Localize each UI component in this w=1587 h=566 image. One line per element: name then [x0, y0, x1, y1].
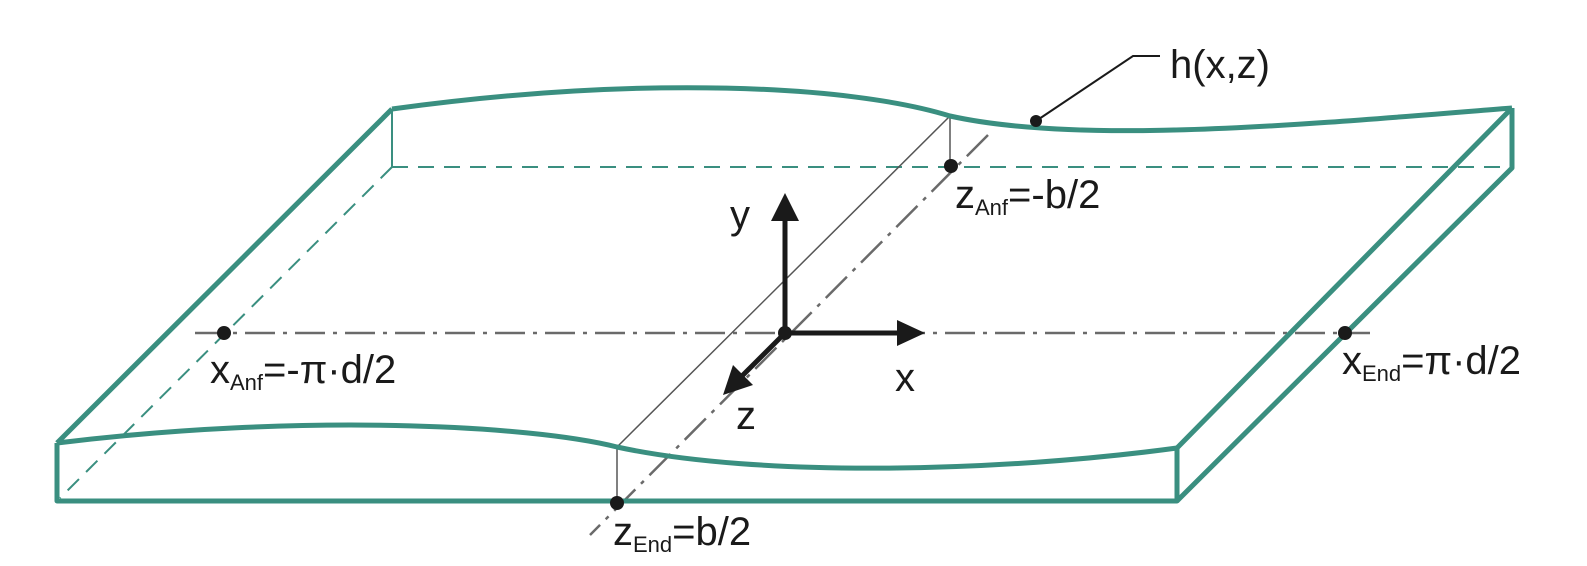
plate-left-top-edge: [55, 107, 394, 445]
x-start-label: xAnf=-π·d/2: [210, 348, 396, 395]
x-end-label-sub: End: [1362, 361, 1401, 386]
z-start-label-sub: Anf: [975, 195, 1009, 220]
center-lines: [195, 134, 1370, 536]
x-end-label-rest: =π·d/2: [1401, 339, 1521, 383]
origin-dot: [778, 326, 792, 340]
x-start-dot: [217, 326, 231, 340]
z-start-label-base: z: [955, 173, 975, 217]
y-axis-arrowhead: [771, 193, 799, 221]
coordinate-axes: [723, 193, 925, 395]
z-end-label: zEnd=b/2: [613, 510, 751, 557]
x-end-label: xEnd=π·d/2: [1342, 339, 1521, 386]
z-end-label-sub: End: [633, 532, 672, 557]
z-start-dot: [944, 159, 958, 173]
z-axis-label: z: [736, 394, 756, 438]
x-start-label-base: x: [210, 348, 230, 392]
z-end-label-rest: =b/2: [672, 510, 751, 554]
z-start-label: zAnf=-b/2: [955, 173, 1100, 220]
x-end-dot: [1338, 326, 1352, 340]
x-end-label-base: x: [1342, 339, 1362, 383]
plate-right-top-edge: [1175, 106, 1514, 450]
x-start-label-rest: =-π·d/2: [263, 348, 396, 392]
y-axis-label: y: [730, 193, 750, 237]
z-axis-arrowhead: [723, 365, 753, 395]
z-start-label-rest: =-b/2: [1008, 173, 1100, 217]
marker-dots: [217, 115, 1352, 510]
z-end-label-base: z: [613, 510, 633, 554]
x-start-label-sub: Anf: [230, 370, 264, 395]
x-axis-label: x: [895, 356, 915, 400]
surface-label: h(x,z): [1170, 43, 1270, 87]
x-axis-arrowhead: [897, 320, 925, 346]
z-axis-line: [740, 331, 787, 378]
plate-right-face: [1175, 108, 1515, 503]
plate-top-back-edge: [391, 85, 1513, 134]
z-center-line: [589, 134, 989, 536]
z-end-dot: [610, 496, 624, 510]
surface-leader-line: [1035, 55, 1160, 122]
plate-top-front-edge: [56, 422, 1178, 471]
